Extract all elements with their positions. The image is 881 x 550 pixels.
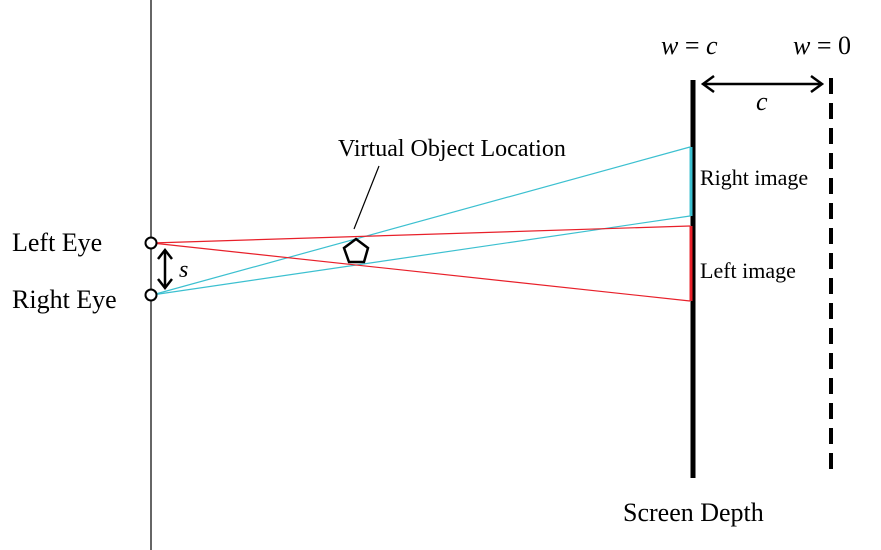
right-eye-rays xyxy=(151,146,691,296)
separation-label: s xyxy=(179,257,188,283)
left-eye-label: Left Eye xyxy=(12,228,102,257)
w-equals-c-c: c xyxy=(706,31,718,60)
w-equals-0-w: w xyxy=(793,31,811,60)
w-equals-c-eq: = xyxy=(678,31,706,60)
right-eye-marker xyxy=(144,288,158,302)
distance-c-arrow xyxy=(700,74,825,94)
virtual-object-label: Virtual Object Location xyxy=(338,136,566,162)
w-equals-0-label: w = 0 xyxy=(793,31,851,60)
right-image-label: Right image xyxy=(700,165,808,190)
screen-depth-label: Screen Depth xyxy=(623,498,764,527)
distance-c-label: c xyxy=(756,87,768,116)
left-eye-rays xyxy=(151,225,691,302)
w-equals-0-rest: = 0 xyxy=(810,31,851,60)
right-eye-label: Right Eye xyxy=(12,285,117,314)
w-equals-c-w: w xyxy=(661,31,679,60)
virtual-object-leader-line xyxy=(353,165,380,230)
virtual-object-pentagon xyxy=(342,237,370,264)
left-eye-marker xyxy=(144,236,158,250)
separation-s-arrow xyxy=(157,247,173,291)
w-equals-c-label: w = c xyxy=(661,31,718,60)
left-image-label: Left image xyxy=(700,258,796,283)
